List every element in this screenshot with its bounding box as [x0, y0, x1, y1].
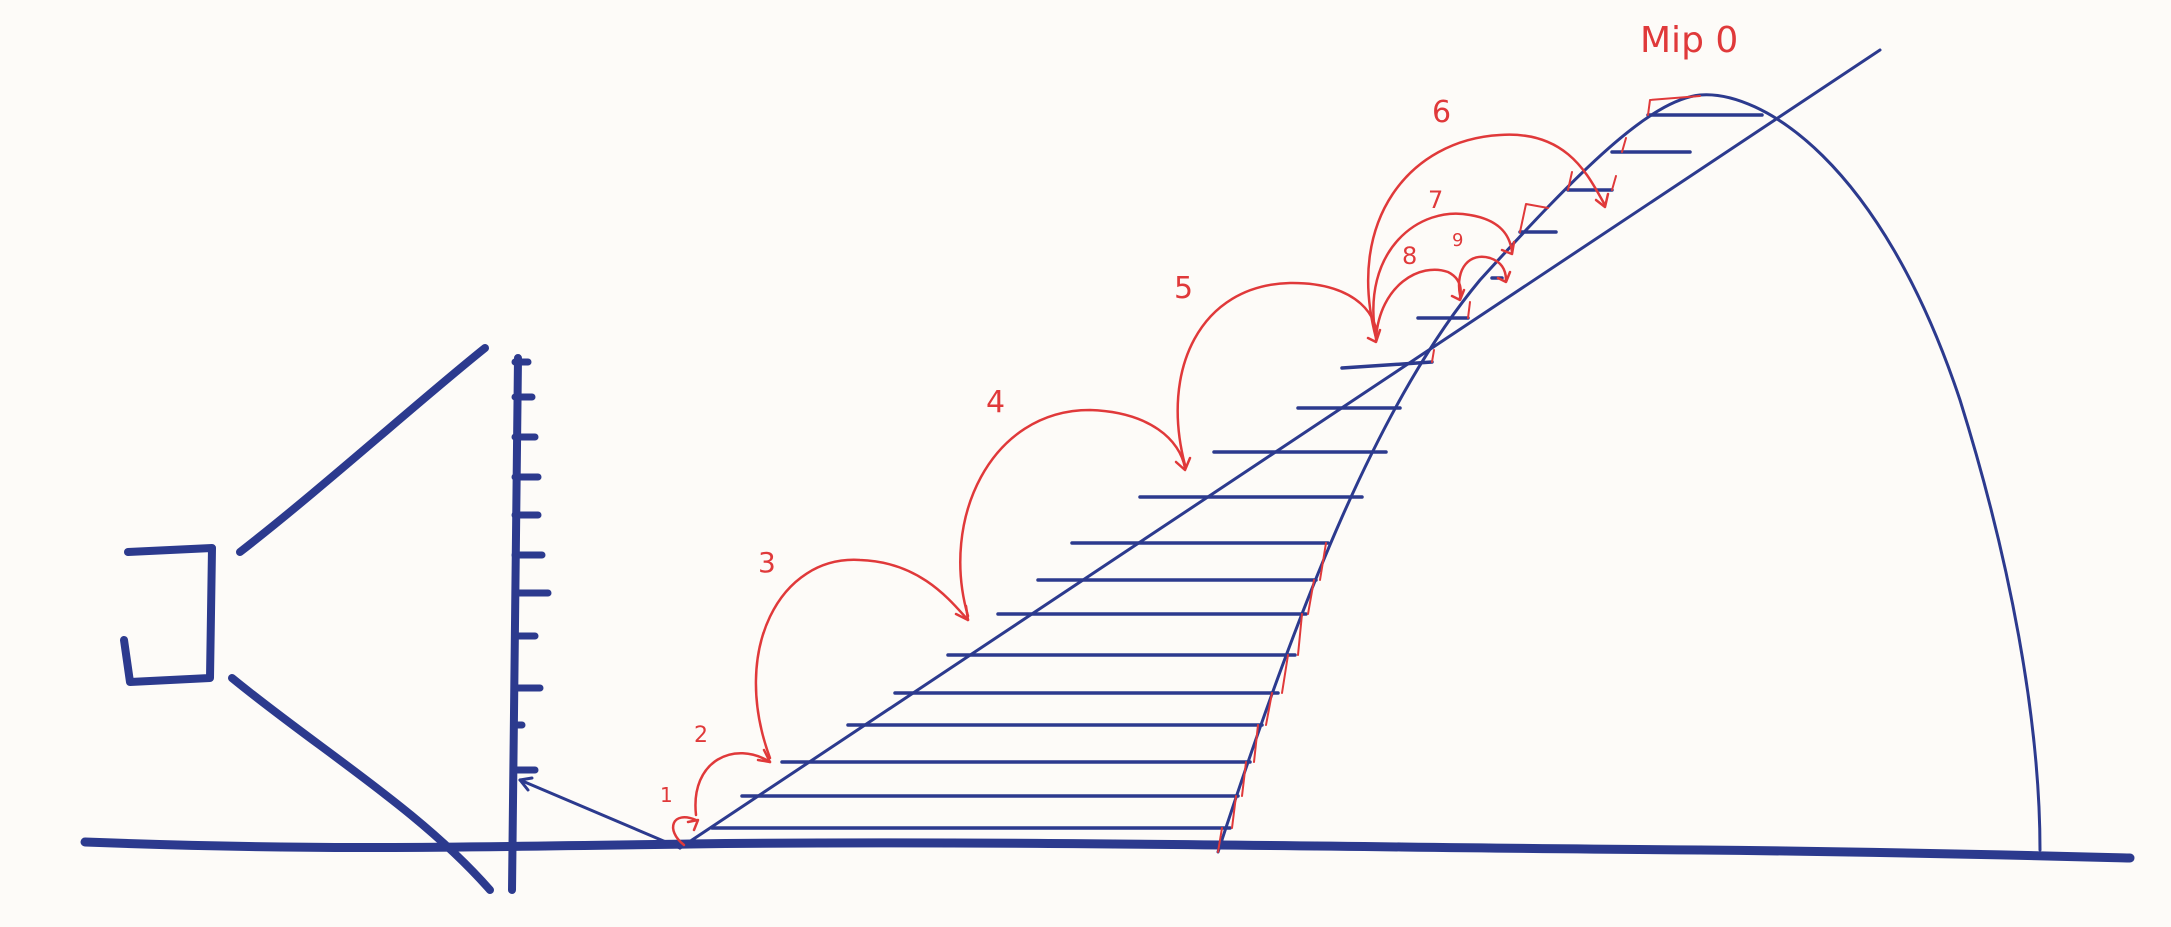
view-ray-start — [518, 778, 682, 850]
near-plane-ticks — [511, 358, 552, 774]
march-arrowheads — [686, 192, 1610, 832]
march-arc-7 — [1372, 212, 1514, 340]
march-arc-9 — [1457, 255, 1508, 297]
step-label-4: 4 — [986, 385, 1005, 420]
step-label-2: 2 — [694, 723, 708, 748]
step-label-5: 5 — [1174, 271, 1193, 306]
step-label-6: 6 — [1432, 95, 1451, 130]
march-arc-3 — [754, 558, 970, 760]
march-arc-1 — [672, 816, 698, 847]
depth-surface — [1216, 93, 2042, 854]
step-edge-markers — [1217, 95, 1701, 853]
step-label-1: 1 — [660, 783, 673, 807]
march-arc-8 — [1374, 268, 1462, 340]
step-label-8: 8 — [1402, 242, 1417, 270]
march-arc-5 — [1176, 281, 1378, 467]
camera-icon — [120, 344, 552, 894]
march-arcs — [672, 133, 1607, 847]
step-label-3: 3 — [758, 546, 776, 579]
ground-line — [80, 837, 2135, 863]
march-arc-6 — [1366, 133, 1607, 340]
march-arc-2 — [694, 752, 772, 817]
view-ray — [678, 48, 1882, 850]
depth-mip-steps — [710, 113, 1764, 830]
march-arc-4 — [959, 408, 1187, 618]
step-labels: 1 2 3 4 5 6 7 8 9 — [660, 95, 1463, 807]
mip-label: Mip 0 — [1640, 20, 1738, 61]
step-label-9: 9 — [1452, 230, 1463, 251]
step-label-7: 7 — [1428, 186, 1443, 214]
